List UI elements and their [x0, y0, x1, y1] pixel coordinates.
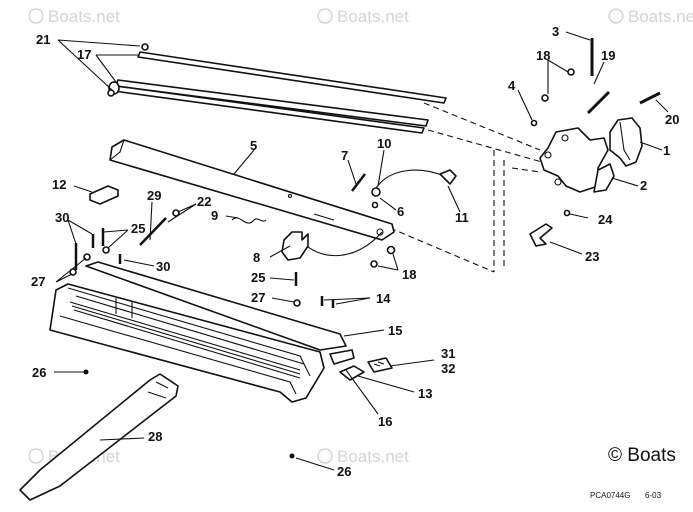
- callout-30-bottom: 30: [156, 259, 170, 274]
- part-4-screw: [530, 119, 538, 127]
- part-18-washer-top: [541, 94, 549, 102]
- part-27-washer-c: [293, 299, 301, 307]
- watermark-text: Boats.net: [337, 7, 409, 26]
- part-17-rods: [108, 51, 447, 134]
- part-24-washer: [563, 209, 571, 217]
- part-13-plate: [339, 365, 365, 381]
- callout-27-mid: 27: [251, 290, 265, 305]
- part-29-rod: [139, 217, 167, 246]
- copyright-label: © Boats: [608, 445, 676, 466]
- drawing-date: 6-03: [645, 491, 662, 500]
- part-25-washer: [102, 246, 110, 254]
- callout-9: 9: [211, 208, 218, 223]
- part-18-nut-b: [370, 260, 378, 268]
- callout-26-bottom: 26: [337, 464, 351, 479]
- part-15-16-channel: [49, 261, 355, 403]
- callout-15: 15: [388, 323, 402, 338]
- part-7-link: [351, 173, 366, 192]
- callout-30-top: 30: [55, 210, 69, 225]
- callout-19: 19: [601, 48, 615, 63]
- drawing-code: PCA0744G: [590, 491, 630, 500]
- callout-5: 5: [250, 138, 257, 153]
- part-20-pin: [639, 91, 661, 105]
- callout-31: 31: [441, 346, 455, 361]
- callout-26-left: 26: [32, 365, 46, 380]
- part-19-pin: [586, 90, 611, 115]
- part-9-spring: [231, 217, 267, 224]
- part-5-tiller-arm: [109, 139, 395, 241]
- callout-2: 2: [640, 178, 647, 193]
- callout-23: 23: [585, 249, 599, 264]
- part-21-ball-top: [141, 43, 149, 51]
- callout-17: 17: [77, 47, 91, 62]
- watermark-text: Boats.net: [48, 7, 120, 26]
- callout-13: 13: [418, 386, 432, 401]
- callout-18-bottom: 18: [402, 267, 416, 282]
- callout-10: 10: [377, 136, 391, 151]
- callout-27-left: 27: [31, 274, 45, 289]
- callout-29: 29: [147, 188, 161, 203]
- part-26-screw-b: [289, 453, 295, 459]
- callout-4: 4: [508, 78, 516, 93]
- part-23-thumbscrew: [529, 223, 553, 247]
- callout-16: 16: [378, 414, 392, 429]
- part-18-nut-a: [386, 245, 396, 255]
- callout-labels: 21 17 3 18 19 4 20 1 2 5 7 10 6 11 12 22…: [31, 24, 679, 479]
- callout-1: 1: [663, 143, 670, 158]
- part-22-washer: [172, 209, 180, 217]
- part-12-pad: [89, 185, 119, 205]
- part-28-strap: [19, 373, 179, 501]
- watermark-text: Boats.net: [337, 447, 409, 466]
- part-8-bracket: [281, 231, 309, 261]
- callout-6: 6: [397, 204, 404, 219]
- callout-18-top: 18: [536, 48, 550, 63]
- part-6-fitting: [371, 187, 381, 197]
- part-21-ball-bottom: [107, 89, 115, 97]
- part-11-clip: [439, 169, 457, 185]
- callout-11: 11: [455, 210, 469, 225]
- part-31-32-plate: [367, 357, 393, 373]
- leader-lines: [54, 31, 669, 471]
- callout-12: 12: [52, 177, 66, 192]
- callout-21: 21: [36, 32, 50, 47]
- callout-32: 32: [441, 361, 455, 376]
- watermark-text: Boats.net: [628, 7, 693, 26]
- callout-14: 14: [376, 291, 391, 306]
- callout-8: 8: [253, 250, 260, 265]
- part-26-screw-a: [83, 369, 89, 375]
- callout-20: 20: [665, 112, 679, 127]
- part-31-32-plate-detail: [373, 361, 385, 367]
- callout-7: 7: [341, 148, 348, 163]
- part-1-2-bracket: [539, 117, 643, 193]
- assembly-dashed-lines: [389, 102, 543, 273]
- callout-22: 22: [197, 194, 211, 209]
- callout-3: 3: [552, 24, 559, 39]
- callout-25-left: 25: [131, 221, 145, 236]
- callout-24: 24: [598, 212, 613, 227]
- callout-25-mid: 25: [251, 270, 265, 285]
- part-6-fitting-b: [371, 201, 379, 209]
- part-18-nut-top: [567, 68, 575, 76]
- part-10-cable: [375, 169, 445, 189]
- callout-28: 28: [148, 429, 162, 444]
